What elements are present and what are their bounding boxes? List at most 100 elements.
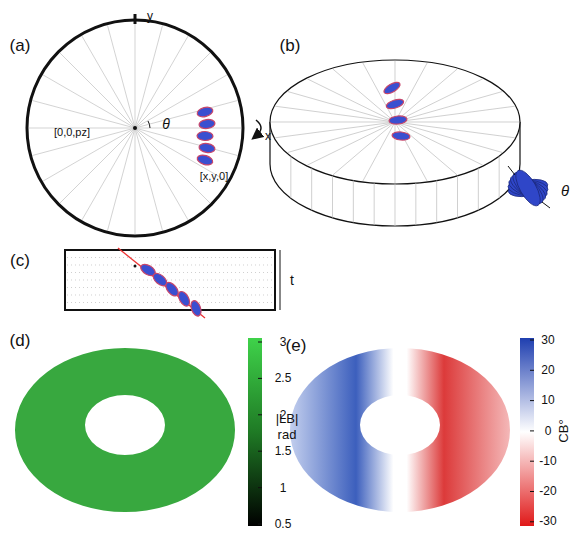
molecule-ellipse bbox=[176, 290, 192, 308]
radial-line bbox=[395, 122, 515, 138]
radial-line bbox=[135, 36, 188, 128]
side-line bbox=[332, 176, 333, 218]
grid-line bbox=[67, 295, 273, 296]
axis-label: x bbox=[265, 130, 271, 142]
dimension: t bbox=[290, 273, 294, 287]
radial-line bbox=[288, 122, 395, 153]
radial-line bbox=[307, 122, 395, 165]
tick bbox=[530, 430, 534, 431]
radial-line bbox=[82, 36, 135, 128]
radial-line bbox=[395, 122, 427, 181]
molecule-ellipse bbox=[199, 119, 216, 130]
grid-line bbox=[67, 302, 273, 303]
radial-line bbox=[135, 22, 136, 128]
axis-title: CB° bbox=[557, 419, 570, 442]
coordinate: [0,0,pz] bbox=[54, 127, 90, 138]
radial-line bbox=[135, 128, 241, 129]
radial-line bbox=[395, 122, 396, 183]
side-line bbox=[457, 176, 458, 218]
molecule-ellipse bbox=[196, 153, 214, 166]
tick bbox=[530, 521, 534, 522]
side-line bbox=[395, 184, 396, 226]
axis-label: y bbox=[147, 10, 153, 22]
radial-line bbox=[33, 101, 135, 128]
grid-line bbox=[67, 280, 273, 281]
side-line bbox=[290, 156, 291, 198]
tick bbox=[258, 414, 262, 415]
tick bbox=[530, 461, 534, 462]
molecule-ellipse bbox=[189, 299, 203, 317]
tick bbox=[258, 342, 262, 343]
tick-label: 1 bbox=[280, 482, 287, 494]
radial-line bbox=[275, 122, 395, 138]
tick-label: 2.5 bbox=[275, 372, 292, 384]
panel-letter: (c) bbox=[10, 252, 30, 269]
molecule-ellipse bbox=[385, 97, 405, 110]
radial-line bbox=[363, 122, 395, 181]
panel-letter: (a) bbox=[10, 37, 31, 54]
panel-letter: (e) bbox=[286, 337, 307, 354]
radial-line bbox=[135, 128, 188, 220]
radial-line bbox=[43, 75, 135, 128]
panel-letter: (d) bbox=[10, 332, 31, 349]
radial-line bbox=[395, 122, 502, 153]
radial-line bbox=[135, 26, 162, 128]
angle-label: θ bbox=[162, 117, 170, 131]
radial-line bbox=[307, 79, 395, 122]
radial-line bbox=[395, 106, 515, 122]
radial-line bbox=[395, 79, 483, 122]
radial-line bbox=[135, 53, 210, 128]
grid-line bbox=[67, 265, 273, 266]
radial-line bbox=[395, 63, 427, 122]
tick-label: 1.5 bbox=[275, 445, 292, 457]
axis-title: |LB| bbox=[276, 412, 299, 425]
side-line bbox=[311, 168, 312, 210]
radial-line bbox=[288, 92, 395, 123]
radial-line bbox=[108, 26, 135, 128]
radial-line bbox=[395, 122, 519, 123]
side-line bbox=[374, 183, 375, 225]
sample-circle bbox=[27, 20, 243, 236]
radial-line bbox=[135, 128, 237, 155]
molecule-ellipse bbox=[196, 106, 214, 119]
radial-line bbox=[108, 128, 135, 230]
grid-line bbox=[67, 257, 273, 258]
molecule-ellipse bbox=[197, 131, 213, 140]
tick bbox=[530, 491, 534, 492]
radial-line bbox=[395, 69, 457, 122]
angle-label: θ bbox=[561, 183, 569, 198]
grid-line bbox=[67, 272, 273, 273]
side-line bbox=[436, 180, 437, 222]
side-line bbox=[415, 183, 416, 225]
side-line bbox=[353, 180, 354, 222]
panel-letter: (b) bbox=[280, 37, 301, 54]
radial-line bbox=[135, 128, 162, 230]
tick bbox=[258, 378, 262, 379]
tick-label: 0 bbox=[545, 425, 552, 437]
radial-line bbox=[395, 122, 457, 175]
tick-label: 10 bbox=[541, 394, 554, 406]
molecule-ellipse bbox=[389, 115, 408, 125]
radial-line bbox=[60, 128, 135, 203]
radial-line bbox=[271, 122, 395, 123]
radial-line bbox=[395, 92, 502, 123]
tick-label: -20 bbox=[539, 485, 556, 497]
molecule-ellipse bbox=[198, 142, 215, 153]
side-line bbox=[499, 156, 500, 198]
radial-line bbox=[82, 128, 135, 220]
coordinate: [x,y,0] bbox=[200, 171, 229, 182]
tick-label: -30 bbox=[539, 515, 556, 527]
twisted-stack bbox=[511, 167, 545, 210]
radial-line bbox=[333, 122, 395, 175]
tick bbox=[530, 340, 534, 341]
tick-label: 0.5 bbox=[275, 518, 292, 530]
radial-line bbox=[135, 128, 136, 234]
tick bbox=[530, 400, 534, 401]
radial-line bbox=[275, 106, 395, 122]
radial-line bbox=[333, 69, 395, 122]
radial-line bbox=[60, 53, 135, 128]
tick-label: 30 bbox=[541, 334, 554, 346]
tick bbox=[258, 451, 262, 452]
